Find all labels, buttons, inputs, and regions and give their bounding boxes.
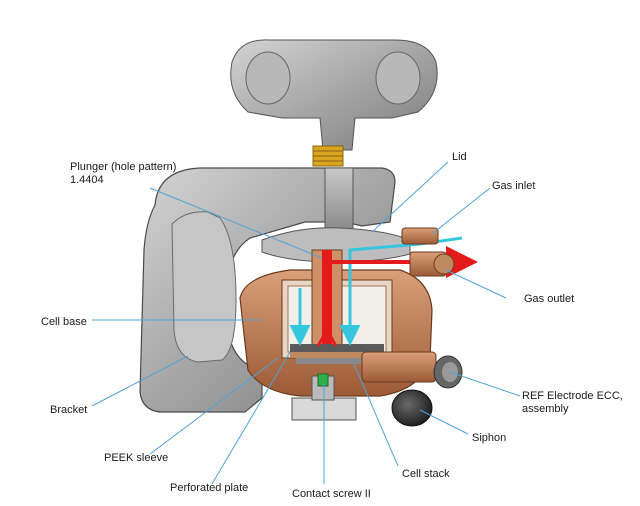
leader-peek-sleeve — [149, 357, 279, 455]
label-gas-inlet: Gas inlet — [492, 180, 536, 192]
perforated-plate — [290, 344, 384, 364]
wing-handle — [230, 39, 438, 151]
ref-electrode — [361, 351, 463, 389]
leader-perforated-plate — [211, 351, 291, 485]
label-gas-outlet: Gas outlet — [524, 293, 575, 305]
leader-cell-stack — [353, 363, 399, 467]
leader-lid — [371, 161, 449, 233]
label-ref-electrode-line2: assembly — [522, 403, 569, 415]
label-ref-electrode-line1: REF Electrode ECC, — [522, 390, 623, 402]
label-contact-screw: Contact screw II — [292, 488, 371, 500]
siphon-knob — [391, 389, 433, 427]
leader-bracket — [91, 355, 189, 407]
leader-gas-outlet — [445, 269, 507, 299]
bracket-body — [139, 167, 396, 413]
label-plunger-line2: 1.4404 — [70, 174, 104, 186]
leader-ref-electrode — [449, 371, 521, 397]
label-ref-electrode: REF Electrode ECC, assembly — [522, 390, 638, 416]
leader-lines — [91, 161, 521, 485]
leader-gas-inlet — [431, 187, 491, 235]
label-cell-base: Cell base — [41, 316, 87, 328]
leader-plunger — [149, 187, 323, 259]
label-siphon: Siphon — [472, 432, 507, 444]
plunger — [311, 249, 343, 351]
label-plunger-line1: Plunger (hole pattern) — [70, 161, 177, 173]
label-lid: Lid — [452, 151, 467, 163]
spring — [312, 145, 344, 167]
label-plunger: Plunger (hole pattern) 1.4404 — [70, 161, 230, 187]
label-perforated-plate: Perforated plate — [170, 482, 249, 494]
gas-connectors — [401, 227, 455, 277]
leader-siphon — [419, 409, 469, 435]
label-bracket: Bracket — [50, 404, 88, 416]
label-cell-stack: Cell stack — [402, 468, 450, 480]
label-peek-sleeve: PEEK sleeve — [104, 452, 169, 464]
